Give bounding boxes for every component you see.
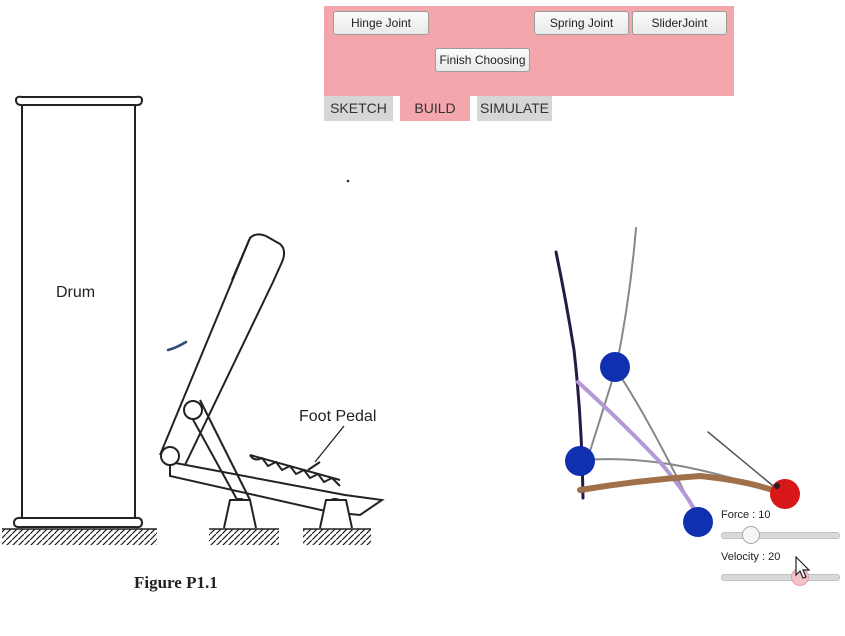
velocity-label: Velocity : 20 xyxy=(721,551,781,563)
lever-arm xyxy=(159,233,286,466)
spring-joint-button[interactable]: Spring Joint xyxy=(534,11,629,35)
mechanism-joints xyxy=(565,352,800,537)
tab-build[interactable]: BUILD xyxy=(400,96,470,121)
connecting-link xyxy=(184,399,251,506)
joint-blue-left[interactable] xyxy=(565,446,595,476)
stroke-grey-tall xyxy=(583,227,637,471)
stroke-brown xyxy=(577,473,795,501)
figure-caption: Figure P1.1 xyxy=(134,573,218,592)
drum-label: Drum xyxy=(56,284,95,301)
joint-toolbar: Hinge Joint Spring Joint SliderJoint Fin… xyxy=(324,6,734,96)
pedal-label-leader xyxy=(314,425,345,463)
joint-blue-top[interactable] xyxy=(600,352,630,382)
ground-hatching xyxy=(2,528,371,545)
mouse-cursor-icon xyxy=(795,556,811,579)
slider-joint-button[interactable]: SliderJoint xyxy=(632,11,727,35)
velocity-slider-track[interactable] xyxy=(721,574,840,581)
stroke-small-mark xyxy=(166,340,188,352)
tab-simulate[interactable]: SIMULATE xyxy=(477,96,552,121)
tab-sketch[interactable]: SKETCH xyxy=(324,96,393,121)
drum-shape xyxy=(12,95,144,529)
force-slider-track[interactable] xyxy=(721,532,840,539)
joint-blue-bottom[interactable] xyxy=(683,507,713,537)
stroke-purple xyxy=(576,380,702,522)
force-label: Force : 10 xyxy=(721,509,771,521)
stroke-grey-short xyxy=(707,431,779,491)
joint-red-dot xyxy=(774,483,780,489)
finish-choosing-button[interactable]: Finish Choosing xyxy=(435,48,530,72)
joint-red[interactable] xyxy=(770,479,800,509)
force-slider-thumb[interactable] xyxy=(742,526,760,544)
background-figure: Drum Foot Pedal Figure P1.1 xyxy=(2,95,385,592)
hinge-joint-button[interactable]: Hinge Joint xyxy=(333,11,429,35)
stray-dot xyxy=(346,179,350,183)
foot-pedal-label: Foot Pedal xyxy=(299,408,376,425)
pedal-shape xyxy=(169,454,385,517)
sketch-strokes xyxy=(166,227,795,522)
pivot-joints xyxy=(160,400,353,529)
